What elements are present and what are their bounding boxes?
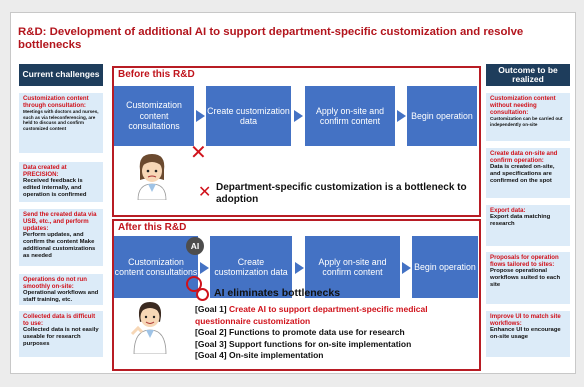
- outcome-item: Proposals for operation flows tailored t…: [486, 252, 570, 304]
- circle-icon: [186, 276, 202, 292]
- before-step-apply-onsite: Apply on-site and confirm content: [305, 86, 395, 146]
- challenge-title: Customization content through consultati…: [23, 95, 89, 109]
- challenge-title: Send the created data via USB, etc., and…: [23, 211, 97, 232]
- arrow-icon: [397, 110, 406, 122]
- goal-item: [Goal 2] Functions to promote data use f…: [195, 327, 479, 339]
- outcome-body: Propose operational workflows suited to …: [490, 268, 561, 288]
- bottleneck-text: Department-specific customization is a b…: [216, 182, 467, 205]
- goal-text: Create AI to support department-specific…: [195, 304, 428, 326]
- eliminates-text: AI eliminates bottlenecks: [214, 287, 341, 299]
- goal-text: Support functions for on-site implementa…: [229, 338, 412, 349]
- goal-item: [Goal 3] Support functions for on-site i…: [195, 339, 479, 351]
- right-column-header: Outcome to be realized: [486, 64, 570, 86]
- page-title: R&D: Development of additional AI to sup…: [18, 26, 524, 51]
- goal-item: [Goal 4] On-site implementation: [195, 350, 479, 362]
- before-title: Before this R&D: [118, 69, 195, 80]
- cross-icon: ✕: [198, 184, 212, 201]
- goal-label: [Goal 4]: [195, 350, 227, 360]
- challenge-title: Operations do not run smoothly on-site:: [23, 276, 87, 290]
- outcome-item: Export data: Export data matching resear…: [486, 205, 570, 246]
- challenge-item: Data created at PRECISION: Received feed…: [19, 162, 103, 202]
- outcome-item: Improve UI to match site workflows: Enha…: [486, 311, 570, 357]
- challenge-body: Perform updates, and confirm the content…: [23, 232, 96, 259]
- left-column-header: Current challenges: [19, 64, 103, 86]
- outcome-item: Create data on-site and confirm operatio…: [486, 148, 570, 198]
- outcome-title: Improve UI to match site workflows:: [490, 313, 561, 327]
- challenge-title: Data created at PRECISION:: [23, 164, 67, 178]
- challenge-title: Collected data is difficult to use:: [23, 313, 96, 327]
- challenge-item: Send the created data via USB, etc., and…: [19, 209, 103, 266]
- goal-item: [Goal 1] Create AI to support department…: [195, 304, 479, 327]
- challenge-body: Meetings with doctors and nurses, such a…: [23, 109, 99, 131]
- challenge-item: Customization content through consultati…: [19, 93, 103, 153]
- outcome-title: Proposals for operation flows tailored t…: [490, 254, 559, 268]
- goal-label: [Goal 3]: [195, 338, 227, 349]
- doctor-icon: [130, 302, 167, 354]
- outcome-body: Data is created on-site, and specificati…: [490, 164, 555, 184]
- circle-icon: [196, 288, 209, 301]
- after-step-consultation: Customization content consultations: [114, 236, 198, 298]
- arrow-icon: [200, 262, 209, 274]
- arrow-icon: [295, 262, 304, 274]
- cross-icon: ✕: [190, 142, 207, 164]
- outcome-body: Enhance UI to encourage on-site usage: [490, 327, 561, 340]
- arrow-icon: [402, 262, 411, 274]
- outcome-title: Customization content without needing co…: [490, 95, 556, 116]
- arrow-icon: [196, 110, 205, 122]
- outcome-body: Export data matching research: [490, 214, 551, 227]
- challenge-body: Operational workflows and staff training…: [23, 290, 99, 303]
- after-step-create-data: Create customization data: [210, 236, 292, 298]
- goal-text: On-site implementation: [229, 350, 324, 360]
- challenge-item: Operations do not run smoothly on-site: …: [19, 274, 103, 305]
- after-step-begin: Begin operation: [412, 236, 478, 298]
- goal-text: Functions to promote data use for resear…: [229, 327, 405, 337]
- worried-person-icon: [137, 154, 167, 200]
- goals-list: [Goal 1] Create AI to support department…: [195, 304, 479, 362]
- challenge-body: Collected data is not easily useable for…: [23, 327, 99, 347]
- arrow-icon: [294, 110, 303, 122]
- outcome-title: Export data:: [490, 207, 526, 214]
- after-title: After this R&D: [118, 222, 187, 233]
- goal-label: [Goal 1]: [195, 304, 227, 314]
- challenge-item: Collected data is difficult to use: Coll…: [19, 311, 103, 357]
- before-step-consultation: Customization content consultations: [114, 86, 194, 146]
- outcome-body: Customization can be carried out indepen…: [490, 116, 563, 127]
- before-step-create-data: Create customization data: [206, 86, 291, 146]
- ai-badge: AI: [186, 237, 204, 255]
- outcome-title: Create data on-site and confirm operatio…: [490, 150, 558, 164]
- challenge-body: Received feedback is edited internally, …: [23, 178, 87, 198]
- goal-label: [Goal 2]: [195, 327, 227, 337]
- outcome-item: Customization content without needing co…: [486, 93, 570, 141]
- before-step-begin: Begin operation: [407, 86, 477, 146]
- after-step-apply-onsite: Apply on-site and confirm content: [305, 236, 400, 298]
